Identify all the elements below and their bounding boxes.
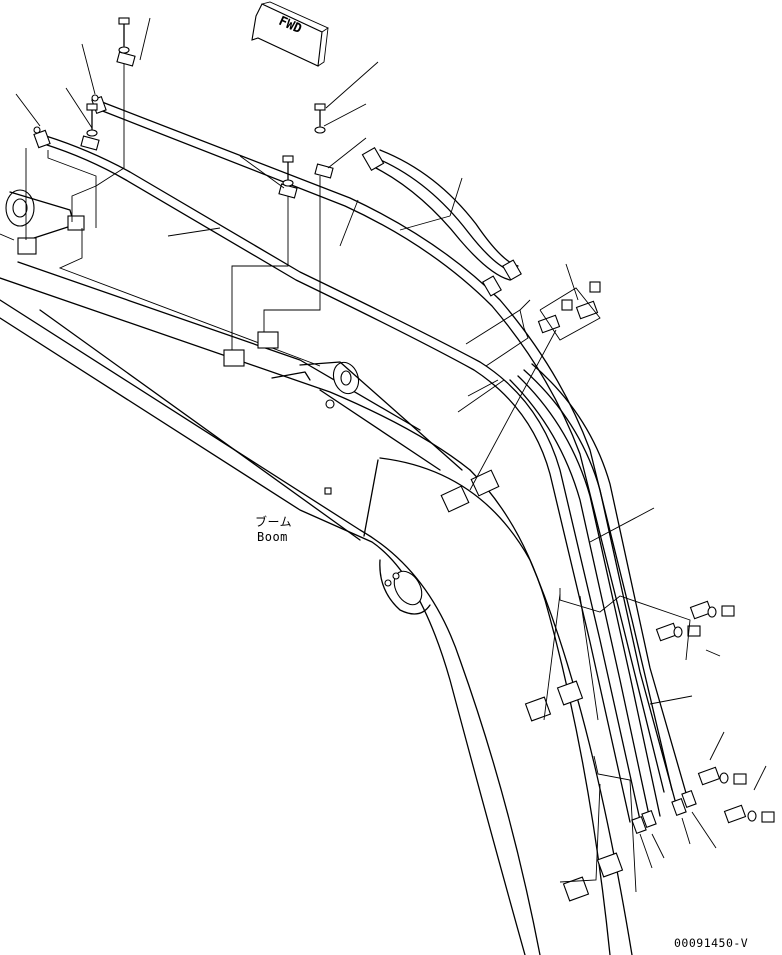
steel-tube-lower [43, 135, 641, 823]
clamp-group-top-left [33, 17, 136, 151]
boom-top-clamps [223, 331, 624, 902]
forward-direction-arrow [251, 1, 329, 67]
clamp-group-right [537, 281, 775, 893]
front-tubes [509, 363, 689, 821]
center-guide-lines [457, 309, 599, 721]
clamp-group-middle [278, 103, 334, 199]
boom-body [0, 261, 633, 955]
boom-label-english: Boom [257, 530, 288, 544]
assembly-guide-lines [25, 64, 321, 367]
steel-tube-upper [99, 101, 673, 793]
flexible-hoses [361, 146, 522, 297]
leader-lines [0, 17, 767, 869]
drawing-number: 00091450-V [674, 936, 749, 950]
cylinder-bracket [271, 361, 463, 471]
boom-label-japanese: ブーム [255, 515, 293, 529]
